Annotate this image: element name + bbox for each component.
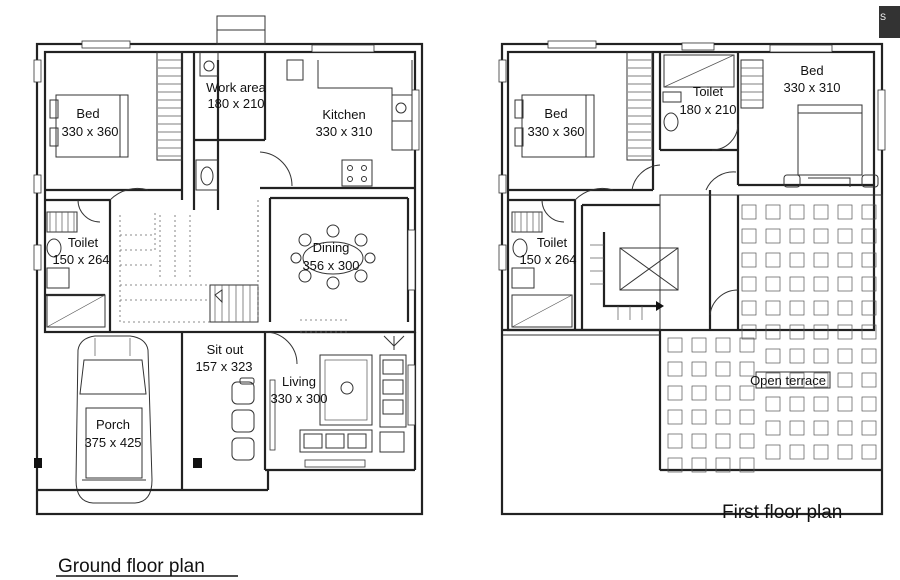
first-floor-title: First floor plan bbox=[722, 502, 842, 523]
porch-label: Porch bbox=[96, 417, 130, 432]
living-label: Living bbox=[282, 374, 316, 389]
ground-core-wall bbox=[43, 50, 417, 334]
ground-bed-size: 330 x 360 bbox=[61, 124, 118, 139]
dining-size: 356 x 300 bbox=[302, 258, 359, 273]
kitchen-label: Kitchen bbox=[322, 107, 365, 122]
ground-floor-plan bbox=[33, 15, 424, 516]
porch-car bbox=[75, 335, 153, 504]
first-floor-plan bbox=[498, 40, 886, 516]
living-size: 330 x 300 bbox=[270, 391, 327, 406]
first-toilet-left-size: 150 x 264 bbox=[519, 252, 576, 267]
dining-label: Dining bbox=[313, 240, 350, 255]
first-bed-right-label: Bed bbox=[800, 63, 823, 78]
dining-table bbox=[290, 224, 376, 290]
ground-bed-label: Bed bbox=[76, 106, 99, 121]
ground-floor-title: Ground floor plan bbox=[58, 556, 205, 577]
first-toilet-top-label: Toilet bbox=[693, 84, 724, 99]
ground-staircase bbox=[119, 210, 259, 323]
sit-out-label: Sit out bbox=[207, 342, 244, 357]
corner-mark: S bbox=[880, 12, 886, 22]
living-furniture bbox=[299, 335, 407, 453]
first-staircase bbox=[590, 164, 737, 320]
ground-toilet-label: Toilet bbox=[68, 235, 99, 250]
first-toilet-left-label: Toilet bbox=[537, 235, 568, 250]
porch-size: 375 x 425 bbox=[84, 435, 141, 450]
kitchen-size: 330 x 310 bbox=[315, 124, 372, 139]
terrace-tiles bbox=[667, 204, 877, 473]
work-area-size: 180 x 210 bbox=[207, 96, 264, 111]
open-terrace-area bbox=[659, 194, 883, 471]
open-terrace-label: Open terrace bbox=[750, 373, 826, 388]
first-toilet-top-size: 180 x 210 bbox=[679, 102, 736, 117]
first-bed-left-size: 330 x 360 bbox=[527, 124, 584, 139]
first-bed-left-label: Bed bbox=[544, 106, 567, 121]
ground-toilet-size: 150 x 264 bbox=[52, 252, 109, 267]
work-area-label: Work area bbox=[206, 80, 266, 95]
first-bed-right-size: 330 x 310 bbox=[783, 80, 840, 95]
sit-out-size: 157 x 323 bbox=[195, 359, 252, 374]
